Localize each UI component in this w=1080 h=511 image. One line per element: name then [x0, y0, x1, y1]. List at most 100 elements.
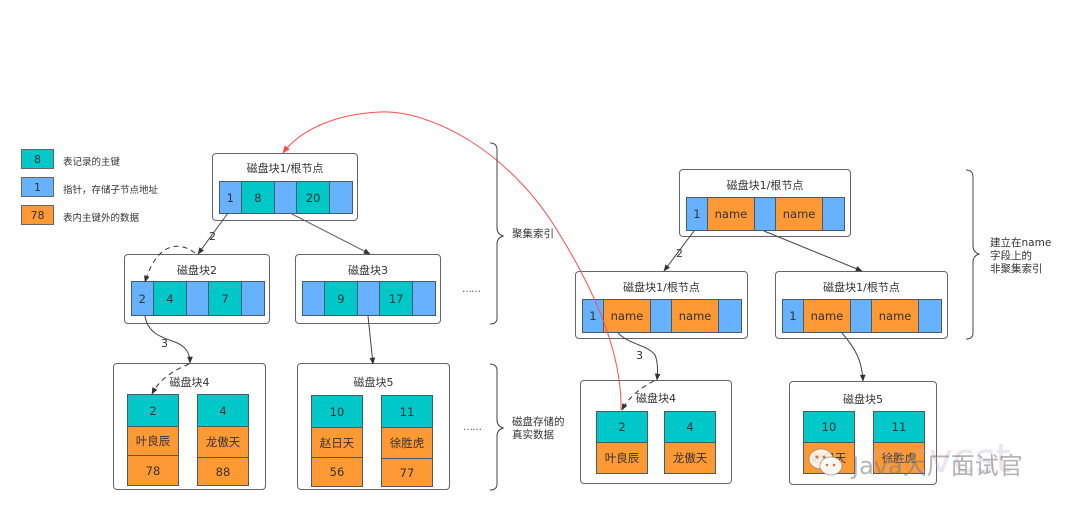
data-record: 11 徐胜虎	[873, 411, 925, 474]
pointer-cell	[651, 300, 672, 332]
data-record: 4 龙傲天	[664, 411, 716, 474]
pointer-cell	[755, 198, 776, 230]
record-id: 11	[874, 412, 924, 443]
block-title: 磁盘块2	[177, 264, 217, 277]
real-data-label-line2: 真实数据	[512, 429, 554, 441]
wechat-icon	[806, 447, 848, 477]
edge-sec-root-to-left	[663, 230, 695, 272]
record-value: 77	[382, 459, 432, 486]
legend-text-data: 表内主键外的数据	[63, 213, 140, 224]
data-record: 2 叶良辰	[596, 411, 648, 474]
name-key-cell: name	[803, 300, 852, 332]
data-record: 10 赵日天 56	[311, 395, 363, 487]
pointer-cell	[242, 282, 264, 315]
clustered-index-label: 聚集索引	[512, 228, 554, 240]
edge-label-3: 3	[161, 337, 168, 350]
pointer-cell: 1	[687, 198, 708, 230]
record-name: 龙傲天	[665, 443, 715, 473]
key-cell: 20	[296, 182, 331, 213]
secondary-right-block: 磁盘块1/根节点 1 name name	[775, 271, 948, 339]
block-title: 磁盘块4	[169, 376, 210, 389]
node-row: 1 name name	[782, 299, 942, 333]
record-name: 叶良辰	[597, 443, 647, 473]
record-name: 徐胜虎	[382, 428, 432, 459]
record-id: 2	[597, 412, 647, 443]
name-key-cell: name	[707, 198, 756, 230]
name-key-cell: name	[603, 300, 652, 332]
ellipsis-index: ……	[462, 284, 481, 295]
block-title: 磁盘块4	[636, 392, 676, 405]
data-record: 4 龙傲天 88	[197, 394, 249, 486]
pointer-cell	[275, 182, 297, 213]
block-title: 磁盘块1/根节点	[726, 179, 804, 192]
pointer-cell: 2	[132, 282, 154, 315]
block-title: 磁盘块1/根节点	[823, 281, 900, 294]
pointer-cell	[330, 182, 352, 213]
edge-sec-root-to-right	[763, 230, 863, 272]
record-value: 78	[128, 456, 178, 485]
record-value: 88	[198, 458, 248, 485]
legend-swatch-pointer: 1	[21, 177, 54, 197]
record-name: 龙傲天	[198, 427, 248, 458]
block-title: 磁盘块5	[353, 376, 394, 389]
data-record: 2 叶良辰 78	[127, 394, 179, 486]
real-data-label-line1: 磁盘存储的	[512, 416, 565, 428]
legend-text-key: 表记录的主键	[63, 157, 121, 168]
pointer-cell	[823, 198, 844, 230]
name-key-cell: name	[671, 300, 720, 332]
key-cell: 7	[208, 282, 243, 315]
record-id: 10	[312, 396, 362, 428]
pointer-cell	[851, 300, 872, 332]
secondary-index-label-line1: 建立在name	[990, 237, 1052, 249]
pointer-cell	[358, 282, 380, 315]
secondary-left-block: 磁盘块1/根节点 1 name name	[575, 271, 748, 339]
pointer-cell: 1	[220, 182, 242, 213]
edge-label-2: 2	[676, 247, 683, 260]
pointer-cell	[187, 282, 209, 315]
legend-swatch-data: 78	[21, 205, 54, 225]
record-name: 徐胜虎	[874, 443, 924, 473]
key-cell: 9	[324, 282, 359, 315]
key-cell: 17	[379, 282, 414, 315]
clustered-block-5: 磁盘块5 10 赵日天 56 11 徐胜虎 77	[297, 363, 450, 490]
key-cell: 8	[241, 182, 276, 213]
name-key-cell: name	[775, 198, 824, 230]
name-key-cell: name	[871, 300, 920, 332]
block-title: 磁盘块1/根节点	[623, 281, 700, 294]
secondary-index-label-line2: 字段上的	[990, 250, 1032, 262]
node-row: 2 4 7	[131, 281, 265, 316]
brace-clustered-index	[489, 142, 505, 325]
record-value: 56	[312, 458, 362, 486]
brace-real-data	[489, 363, 505, 491]
record-id: 4	[665, 412, 715, 443]
block-title: 磁盘块1/根节点	[246, 162, 324, 175]
record-id: 11	[382, 396, 432, 428]
pointer-cell	[719, 300, 741, 332]
node-row: 1 name name	[582, 299, 742, 333]
watermark-text: Java大厂面试官	[852, 452, 1023, 480]
record-id: 4	[198, 395, 248, 427]
key-cell: 4	[153, 282, 188, 315]
secondary-root-block: 磁盘块1/根节点 1 name name	[679, 169, 851, 237]
legend-text-pointer: 指针，存储子节点地址	[63, 185, 159, 196]
brace-secondary-index	[965, 169, 981, 340]
clustered-block-3: 磁盘块3 9 17	[295, 254, 441, 324]
record-name: 叶良辰	[128, 427, 178, 456]
clustered-root-block: 磁盘块1/根节点 1 8 20	[212, 153, 358, 221]
block-title: 磁盘块5	[843, 393, 883, 406]
secondary-block-4: 磁盘块4 2 叶良辰 4 龙傲天	[580, 380, 732, 484]
block-title: 磁盘块3	[348, 264, 388, 277]
node-row: 1 8 20	[219, 181, 353, 214]
pointer-cell	[919, 300, 941, 332]
legend-swatch-key: 8	[21, 149, 54, 169]
pointer-cell: 1	[783, 300, 804, 332]
edge-sec-right-to-block5	[841, 332, 866, 382]
pointer-cell	[413, 282, 435, 315]
ellipsis-data: ……	[463, 422, 482, 433]
record-id: 10	[804, 412, 854, 443]
data-record: 11 徐胜虎 77	[381, 395, 433, 487]
clustered-block-2: 磁盘块2 2 4 7	[124, 254, 270, 324]
record-name: 赵日天	[312, 428, 362, 458]
watermark-background-text: mcvcst	[868, 436, 1012, 482]
edge-label-3: 3	[636, 349, 643, 362]
